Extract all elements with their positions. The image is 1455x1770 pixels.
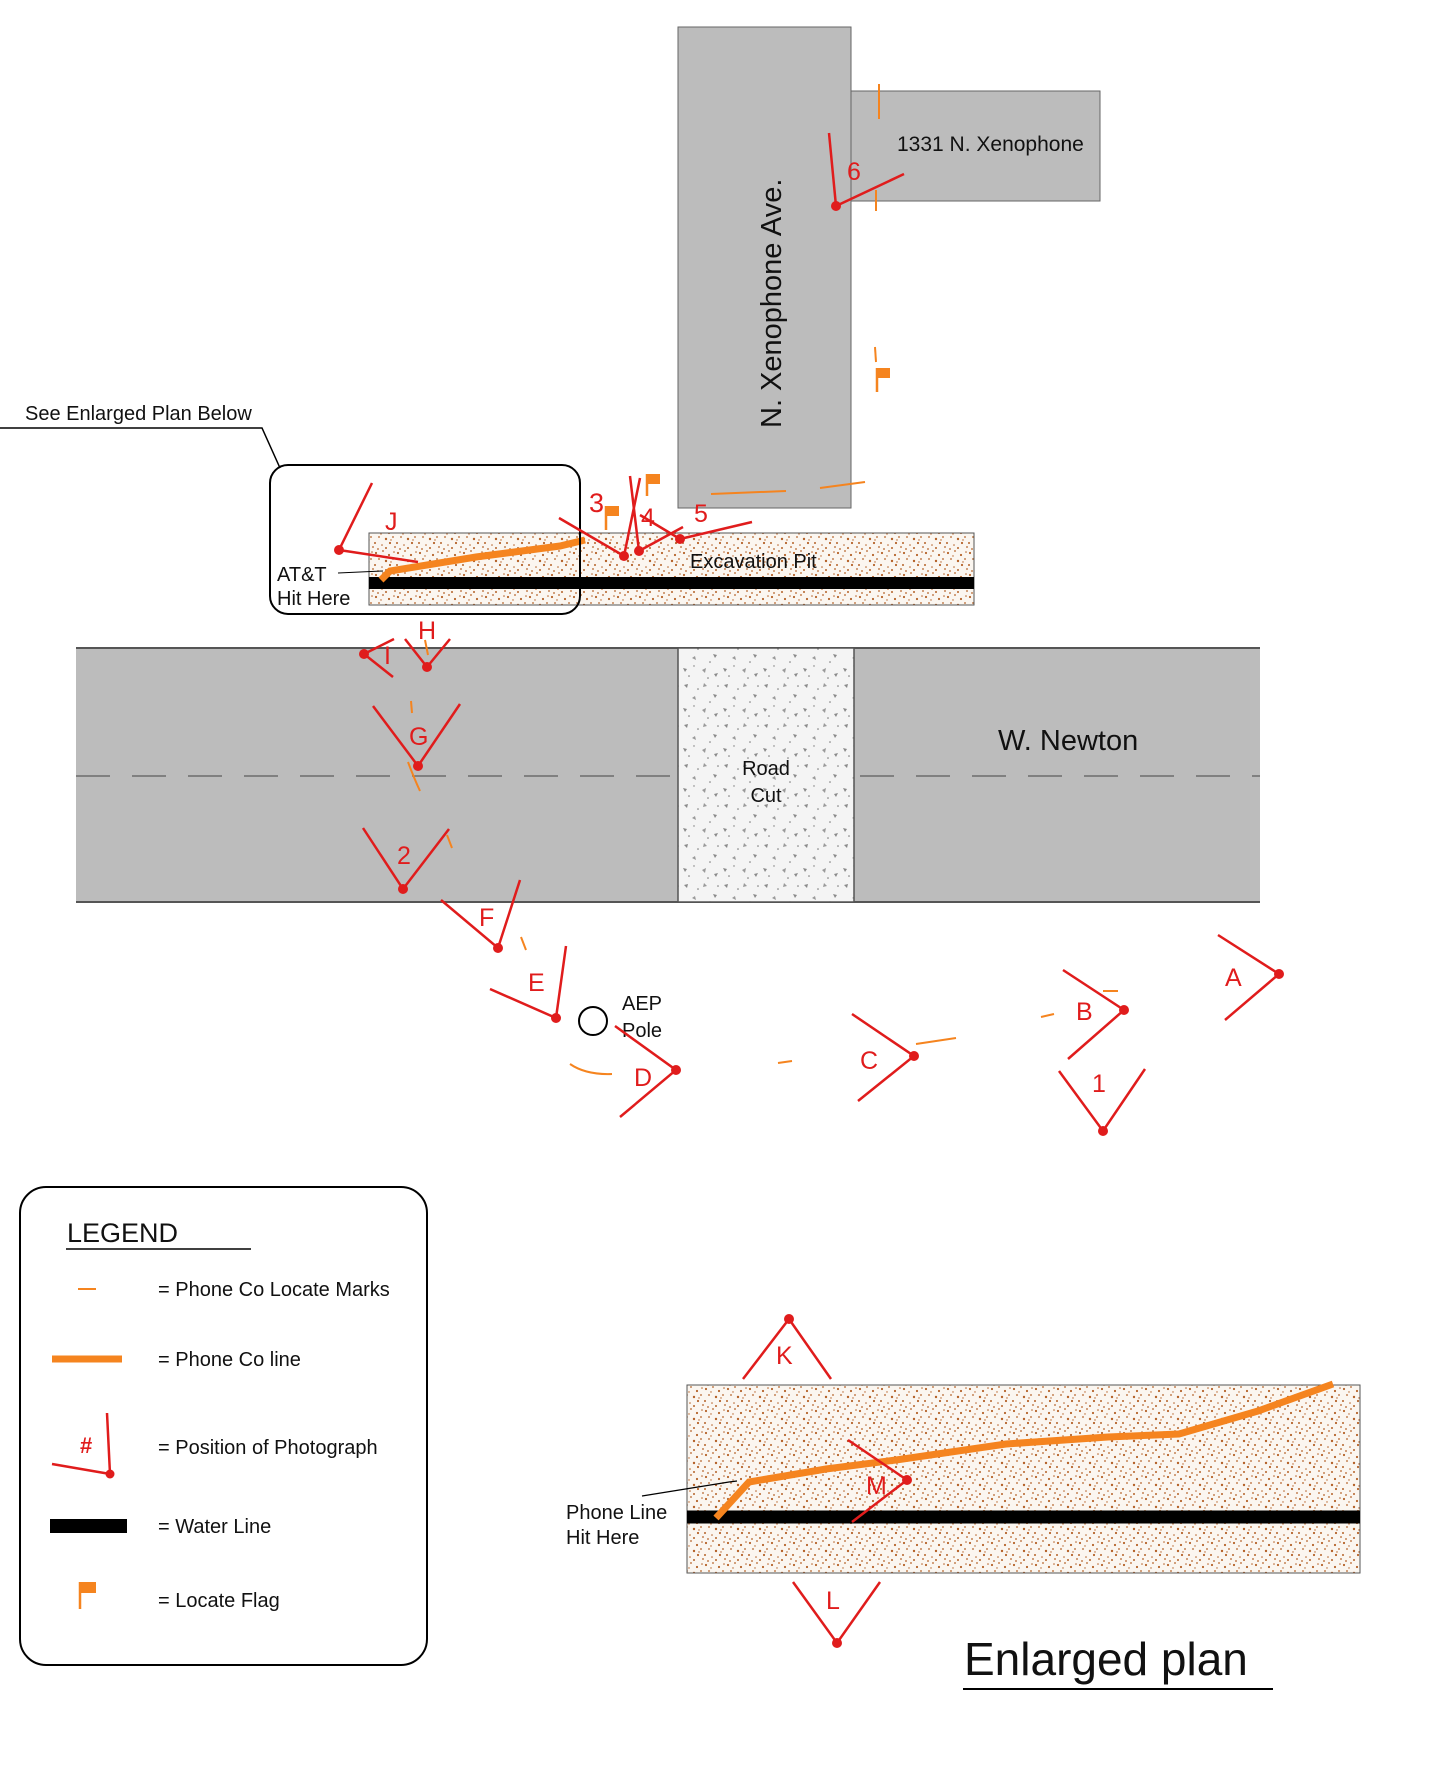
photo-marker-2 bbox=[361, 827, 450, 894]
marker-label-a: A bbox=[1225, 964, 1242, 992]
photo-marker-g bbox=[372, 703, 462, 771]
marker-label-e: E bbox=[528, 969, 545, 997]
photo-marker-l bbox=[791, 1581, 882, 1648]
marker-label-4: 4 bbox=[641, 504, 655, 532]
photo-marker-k bbox=[742, 1314, 833, 1380]
marker-label-g: G bbox=[409, 723, 428, 751]
photo-marker-e bbox=[489, 945, 568, 1023]
aep-pole bbox=[578, 1006, 608, 1036]
phone-co-line bbox=[378, 536, 586, 583]
marker-label-i: I bbox=[384, 642, 391, 670]
enlarged-callout-box bbox=[269, 464, 581, 615]
marker-label-6: 6 bbox=[847, 158, 861, 186]
marker-label-2: 2 bbox=[397, 842, 411, 870]
locate-flag bbox=[645, 474, 660, 496]
legend-title: LEGEND bbox=[67, 1218, 178, 1248]
photo-marker-f bbox=[440, 879, 522, 953]
photo-marker-j bbox=[334, 482, 419, 564]
marker-label-l: L bbox=[826, 1587, 840, 1615]
marker-labels: A B C D E F 2 G I H J 3 4 5 6 1 bbox=[384, 158, 1242, 1098]
marker-label-3: 3 bbox=[589, 488, 604, 518]
xenophone-ave-road bbox=[677, 26, 852, 509]
legend-photo-position: = Position of Photograph bbox=[158, 1437, 378, 1459]
marker-label-m: M bbox=[866, 1472, 887, 1500]
marker-label-c: C bbox=[860, 1047, 878, 1075]
marker-label-j: J bbox=[385, 508, 398, 536]
phone-locate-marks bbox=[407, 84, 1118, 1076]
legend-locate-flag: = Locate Flag bbox=[158, 1590, 280, 1612]
street-label-newton: W. Newton bbox=[998, 725, 1138, 757]
legend-flag-swatch bbox=[78, 1582, 96, 1609]
photo-marker-4 bbox=[628, 475, 684, 556]
excavation-pit: Excavation Pit bbox=[368, 532, 975, 606]
phone-line-enlarged bbox=[713, 1380, 1335, 1521]
photo-markers bbox=[334, 132, 1284, 1136]
photo-marker-i bbox=[359, 637, 395, 678]
road-cut-label: Cut bbox=[750, 785, 782, 807]
callout-leader bbox=[0, 427, 281, 469]
photo-marker-a bbox=[1217, 933, 1284, 1021]
att-hit-label: AT&T bbox=[277, 564, 327, 586]
phone-hit-leader bbox=[641, 1480, 738, 1497]
building-1331 bbox=[850, 90, 1101, 202]
street-label-xenophone: N. Xenophone Ave. bbox=[756, 179, 788, 428]
photo-marker-m bbox=[847, 1438, 912, 1523]
marker-label-d: D bbox=[634, 1064, 652, 1092]
road-cut-label: Road bbox=[742, 758, 790, 780]
photo-marker-1 bbox=[1057, 1068, 1147, 1136]
photo-marker-3 bbox=[558, 477, 642, 561]
locate-flags bbox=[604, 368, 890, 530]
enlarged-plan-title: Enlarged plan bbox=[964, 1633, 1248, 1685]
marker-label-1: 1 bbox=[1092, 1070, 1106, 1098]
legend-locate-marks: = Phone Co Locate Marks bbox=[158, 1279, 390, 1301]
photo-marker-d bbox=[614, 1024, 681, 1118]
enlarged-plan: Phone Line Hit Here K L M Enlarged plan bbox=[566, 1314, 1361, 1690]
photo-marker-b bbox=[1062, 968, 1129, 1060]
see-enlarged-label: See Enlarged Plan Below bbox=[25, 403, 252, 425]
road-cut-area bbox=[677, 647, 855, 903]
locate-flag bbox=[604, 506, 619, 530]
newton-road bbox=[76, 648, 1260, 902]
legend-phone-line: = Phone Co line bbox=[158, 1349, 301, 1371]
legend-water-line: = Water Line bbox=[158, 1516, 271, 1538]
photo-marker-6 bbox=[827, 132, 905, 211]
legend-photo-symbol: # bbox=[80, 1433, 92, 1458]
phone-hit-label: Hit Here bbox=[566, 1527, 639, 1549]
streets bbox=[76, 26, 1260, 903]
marker-label-5: 5 bbox=[694, 500, 708, 528]
locate-flag bbox=[875, 368, 890, 392]
marker-label-k: K bbox=[776, 1342, 793, 1370]
aep-pole-label: Pole bbox=[622, 1020, 662, 1042]
legend: LEGEND = Phone Co Locate Marks = Phone C… bbox=[19, 1186, 428, 1666]
aep-pole-label: AEP bbox=[622, 993, 662, 1015]
marker-label-h: H bbox=[418, 617, 436, 645]
photo-marker-5 bbox=[639, 513, 753, 544]
building-label: 1331 N. Xenophone bbox=[897, 133, 1084, 156]
photo-marker-h bbox=[404, 638, 451, 672]
marker-label-b: B bbox=[1076, 998, 1093, 1026]
excavation-label: Excavation Pit bbox=[690, 551, 817, 573]
phone-hit-label: Phone Line bbox=[566, 1502, 667, 1524]
marker-label-f: F bbox=[479, 904, 494, 932]
att-hit-label: Hit Here bbox=[277, 588, 350, 610]
photo-marker-c bbox=[851, 1012, 919, 1102]
